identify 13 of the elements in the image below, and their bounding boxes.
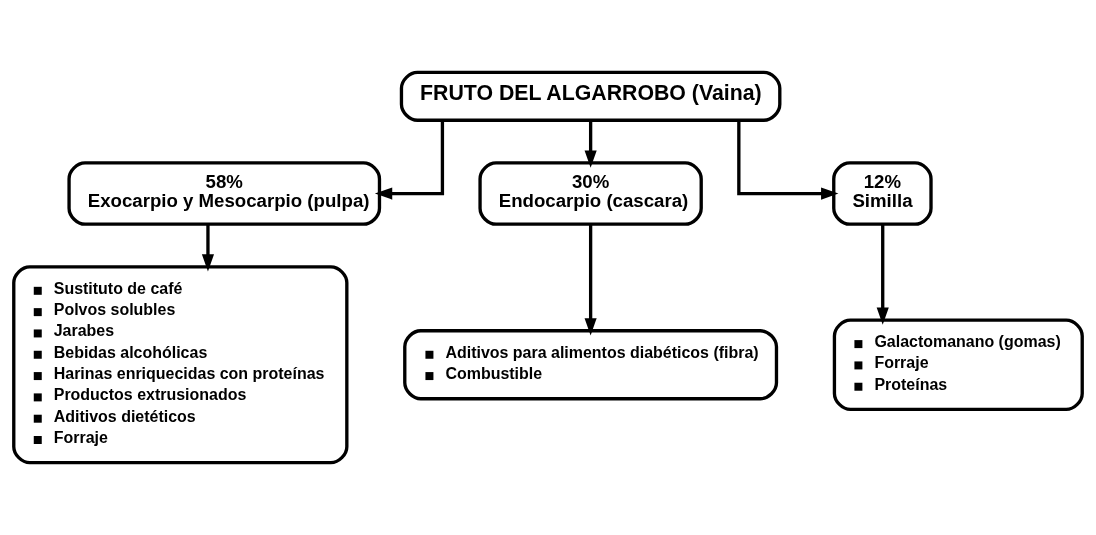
- node-box: FRUTO DEL ALGARROBO (Vaina): [399, 70, 782, 122]
- arrow: [876, 224, 889, 325]
- node-box: Sustituto de café Polvos solubles Jarabes Bebidas alcohólicas Harinas enriquecidas con proteínas Productos extrusionados Aditivos dietéticos Forraje: [12, 265, 349, 465]
- arrow: [201, 224, 215, 272]
- node-box: Galactomanano (gomas) Forraje Proteínas: [832, 318, 1084, 412]
- arrow: [584, 224, 597, 336]
- node-box: 58% Exocarpio y Mesocarpio (pulpa): [67, 161, 382, 226]
- arrow: [584, 120, 597, 168]
- node-box: Aditivos para alimentos diabéticos (fibra) Combustible: [403, 329, 779, 401]
- node-box: 30% Endocarpio (cascara): [478, 161, 703, 226]
- arrow: [737, 120, 839, 200]
- node-box: 12% Similla: [832, 161, 933, 226]
- arrow: [374, 120, 445, 200]
